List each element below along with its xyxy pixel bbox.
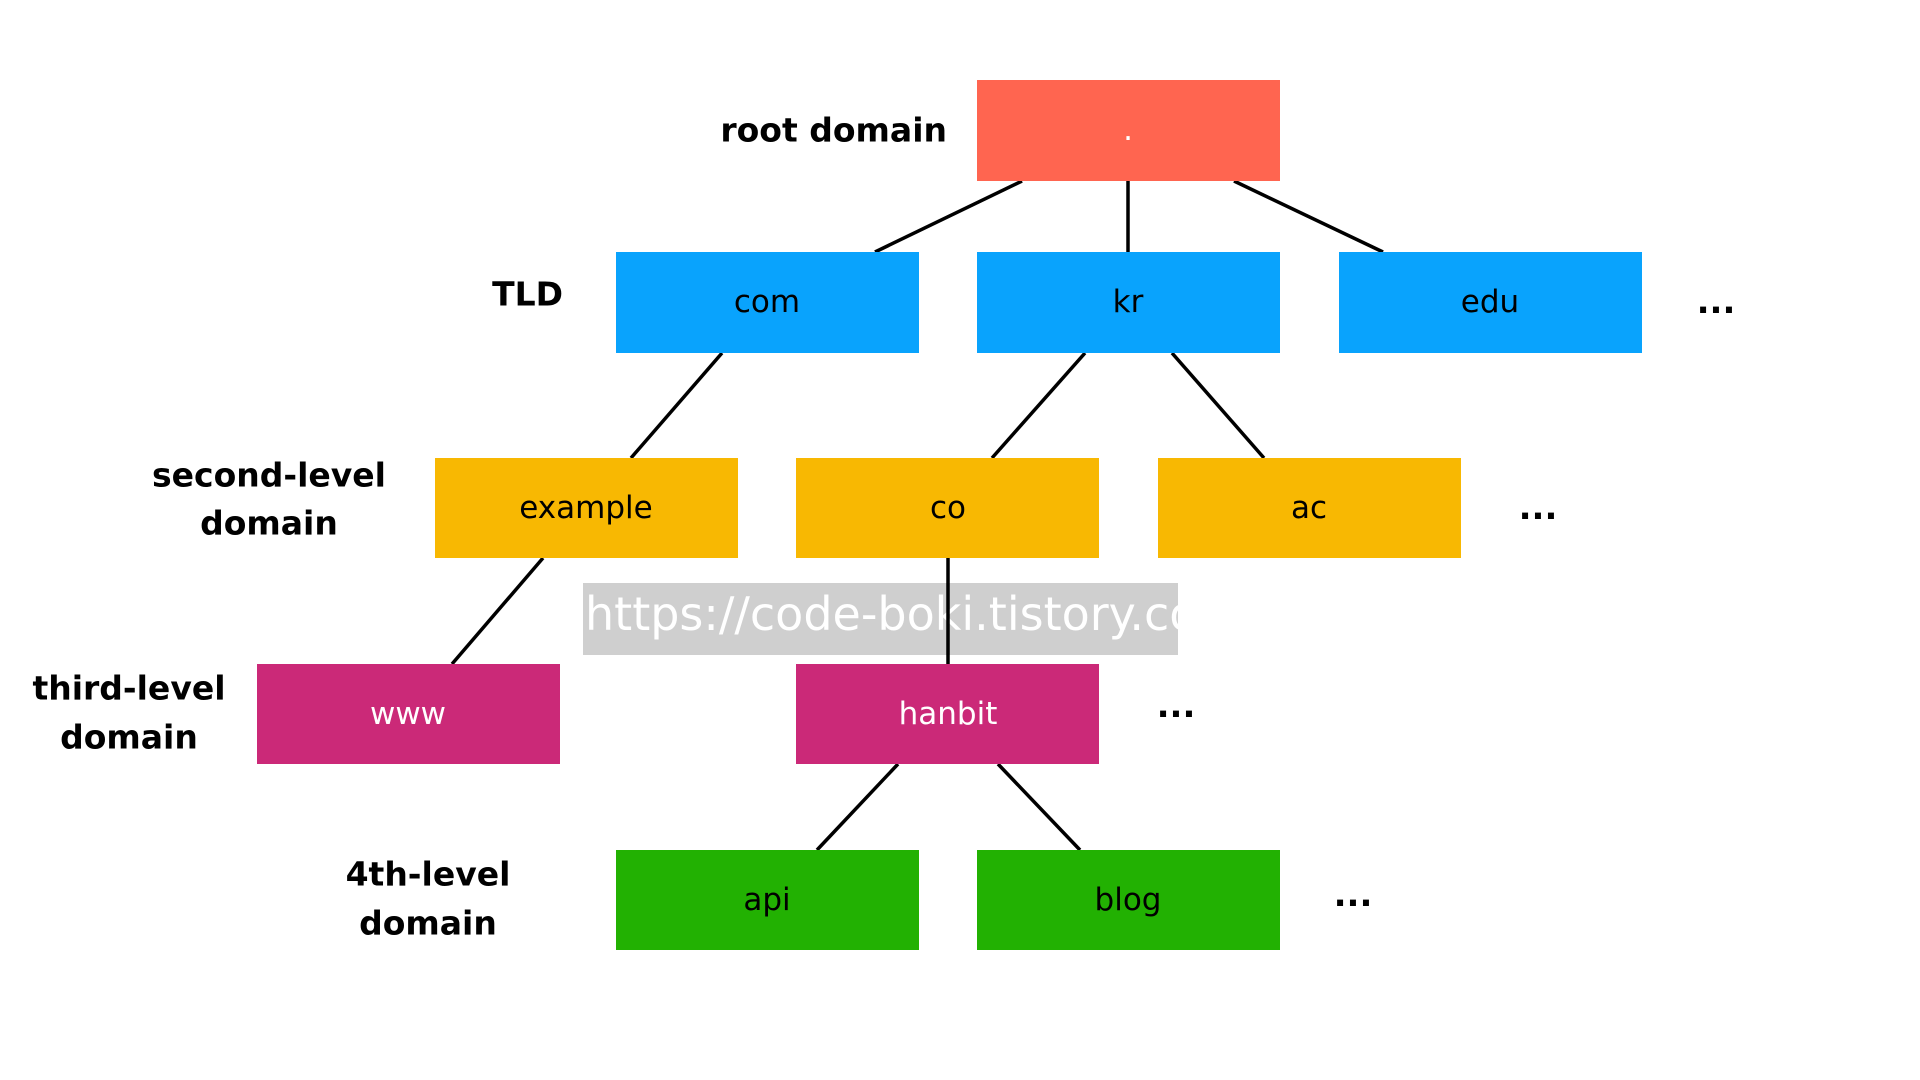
edge-root-edu (1233, 179, 1384, 254)
ellipsis-second-level: ... (1519, 488, 1558, 528)
root-node: . (977, 80, 1280, 181)
root-node-box (977, 80, 1280, 181)
edge-root-com (874, 179, 1023, 254)
edge-kr-co (990, 351, 1087, 460)
second-level-node-ac-box (1158, 458, 1461, 558)
tld-node-com-label: com (734, 284, 800, 320)
tld-node-edu-box (1339, 252, 1642, 353)
edge-com-example (629, 351, 724, 460)
level-label-second-line1: second-level (152, 456, 386, 495)
ellipsis-third-level: ... (1157, 686, 1196, 726)
edge-hanbit-blog (996, 762, 1082, 852)
tld-node-edu-label: edu (1461, 284, 1519, 320)
fourth-level-node-blog: blog (977, 850, 1280, 950)
tld-node-edu: edu (1339, 252, 1642, 353)
edge-hanbit-api (815, 762, 900, 852)
second-level-node-co: co (796, 458, 1099, 558)
tld-node-kr: kr (977, 252, 1280, 353)
watermark-text: https://code-boki.tistory.com (585, 587, 1242, 641)
level-label-fourth-line2: domain (359, 904, 497, 943)
second-level-node-ac-label: ac (1291, 490, 1327, 526)
tree-edges (450, 179, 1384, 852)
second-level-node-ac: ac (1158, 458, 1461, 558)
root-node-label: . (1123, 112, 1133, 148)
fourth-level-node-api: api (616, 850, 919, 950)
third-level-node-www-box (257, 664, 560, 764)
tld-node-com: com (616, 252, 919, 353)
tld-node-com-box (616, 252, 919, 353)
level-label-tld: TLD (492, 275, 563, 314)
level-label-root: root domain (720, 111, 947, 150)
fourth-level-node-blog-box (977, 850, 1280, 950)
fourth-level-node-api-box (616, 850, 919, 950)
third-level-node-www: www (257, 664, 560, 764)
third-level-node-hanbit: hanbit (796, 664, 1099, 764)
fourth-level-node-api-label: api (743, 882, 790, 918)
third-level-node-hanbit-label: hanbit (899, 696, 998, 732)
level-label-second-line2: domain (200, 504, 338, 543)
tld-node-kr-label: kr (1113, 284, 1144, 320)
level-label-third-line2: domain (60, 718, 198, 757)
level-label-third-line1: third-level (32, 669, 225, 708)
fourth-level-node-blog-label: blog (1095, 882, 1162, 918)
edge-example-www (450, 556, 545, 666)
third-level-node-www-label: www (370, 696, 446, 732)
second-level-node-example-label: example (519, 490, 652, 526)
second-level-node-example: example (435, 458, 738, 558)
third-level-node-hanbit-box (796, 664, 1099, 764)
watermark-background (583, 583, 1178, 655)
watermark: https://code-boki.tistory.com (583, 583, 1242, 655)
level-label-fourth-line1: 4th-level (346, 855, 511, 894)
tld-node-kr-box (977, 252, 1280, 353)
second-level-node-example-box (435, 458, 738, 558)
ellipsis-fourth-level: ... (1334, 875, 1373, 915)
second-level-node-co-label: co (930, 490, 966, 526)
edge-kr-ac (1170, 351, 1266, 460)
ellipsis-tld: ... (1697, 282, 1736, 322)
second-level-node-co-box (796, 458, 1099, 558)
